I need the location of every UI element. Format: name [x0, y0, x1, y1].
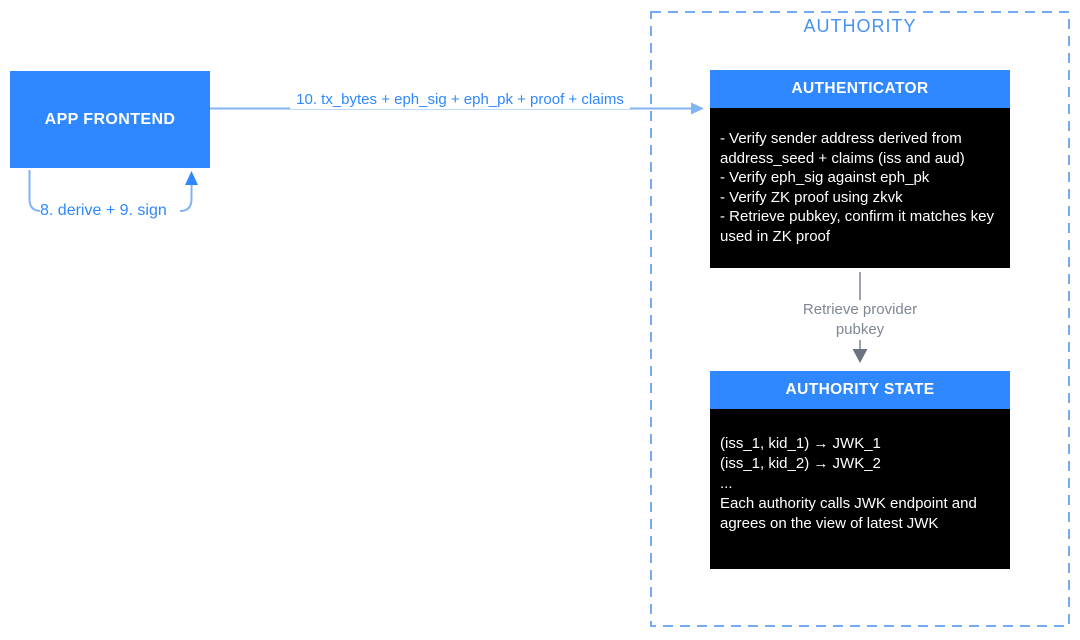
edge-retrieve-pubkey-label: Retrieve provider pubkey	[790, 300, 930, 340]
authenticator-title: AUTHENTICATOR	[710, 70, 1010, 108]
app-frontend-label: APP FRONTEND	[44, 110, 176, 128]
edge-tx-label: 10. tx_bytes + eph_sig + eph_pk + proof …	[290, 90, 630, 109]
arrowhead-up-icon	[185, 171, 198, 185]
edge-derive-sign-label: 8. derive + 9. sign	[40, 201, 167, 221]
authenticator-node: AUTHENTICATOR - Verify sender address de…	[710, 70, 1010, 268]
authority-state-node: AUTHORITY STATE (iss_1, kid_1) → JWK_1 (…	[710, 371, 1010, 569]
authority-state-body: (iss_1, kid_1) → JWK_1 (iss_1, kid_2) → …	[710, 409, 1010, 569]
app-frontend-node: APP FRONTEND	[10, 71, 210, 168]
edge-derive-sign-right	[179, 185, 193, 212]
authority-group-title: AUTHORITY	[803, 16, 917, 36]
authenticator-body: - Verify sender address derived from add…	[710, 108, 1010, 268]
authority-state-title: AUTHORITY STATE	[710, 371, 1010, 409]
